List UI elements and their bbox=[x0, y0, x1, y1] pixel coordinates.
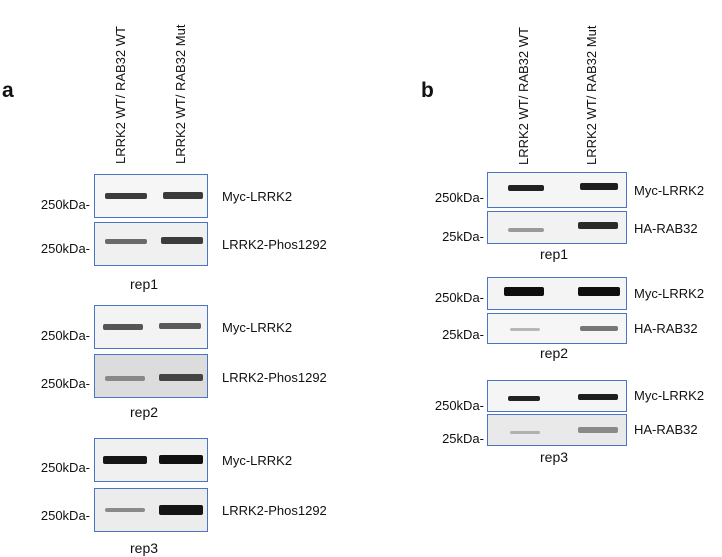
panel-b-rep1-ha-blot bbox=[487, 211, 627, 244]
panel-a-rep3-phos-blot bbox=[94, 488, 208, 532]
panel-a-rep2-mw-2: 250kDa- bbox=[40, 376, 90, 391]
band bbox=[508, 185, 544, 191]
panel-a-rep1-label: rep1 bbox=[130, 276, 159, 292]
band bbox=[103, 456, 147, 464]
band bbox=[105, 508, 145, 512]
panel-a-rep3-myc-blot bbox=[94, 438, 208, 482]
panel-a-rep1-phos-blot bbox=[94, 222, 208, 266]
panel-b-rep1-antibody-2: HA-RAB32 bbox=[634, 221, 698, 236]
panel-b-rep3-label: rep3 bbox=[540, 449, 569, 465]
panel-a-rep3-antibody-1: Myc-LRRK2 bbox=[222, 453, 293, 468]
band bbox=[578, 222, 618, 229]
band bbox=[508, 396, 540, 401]
band bbox=[504, 287, 544, 296]
band bbox=[510, 328, 540, 331]
panel-a-rep3-mw-1: 250kDa- bbox=[40, 460, 90, 475]
band bbox=[578, 427, 618, 433]
band bbox=[161, 237, 203, 244]
panel-b-rep1-label: rep1 bbox=[540, 246, 569, 262]
panel-b-rep2-label: rep2 bbox=[540, 345, 569, 361]
band bbox=[159, 323, 201, 329]
panel-a-rep1-antibody-1: Myc-LRRK2 bbox=[222, 189, 293, 204]
band bbox=[105, 239, 147, 244]
band bbox=[159, 455, 203, 464]
panel-b-rep3-antibody-1: Myc-LRRK2 bbox=[634, 388, 705, 403]
panel-b-rep1-mw-1: 250kDa- bbox=[434, 190, 484, 205]
band bbox=[159, 374, 203, 381]
band bbox=[508, 228, 544, 232]
band bbox=[510, 431, 540, 434]
panel-b-rep2-ha-blot bbox=[487, 313, 627, 344]
panel-a-lane-1-label: LRRK2 WT/ RAB32 WT bbox=[113, 26, 128, 164]
band bbox=[105, 376, 145, 381]
band bbox=[159, 505, 203, 515]
panel-a-rep2-myc-blot bbox=[94, 305, 208, 349]
panel-a-rep2-antibody-2: LRRK2-Phos1292 bbox=[222, 370, 327, 385]
panel-b-letter: b bbox=[421, 79, 434, 102]
band bbox=[580, 183, 618, 190]
band bbox=[578, 394, 618, 400]
panel-b-rep1-myc-blot bbox=[487, 172, 627, 208]
panel-b-rep2-antibody-2: HA-RAB32 bbox=[634, 321, 698, 336]
panel-b-rep1-mw-2: 25kDa- bbox=[442, 229, 484, 244]
panel-b-rep3-ha-blot bbox=[487, 414, 627, 446]
panel-a-rep1-myc-blot bbox=[94, 174, 208, 218]
panel-a-rep2-phos-blot bbox=[94, 354, 208, 398]
panel-b-rep2-mw-1: 250kDa- bbox=[434, 290, 484, 305]
panel-a-lane-2-label: LRRK2 WT/ RAB32 Mut bbox=[173, 24, 188, 164]
panel-a-rep2-antibody-1: Myc-LRRK2 bbox=[222, 320, 293, 335]
band bbox=[163, 192, 203, 199]
panel-b-rep2-antibody-1: Myc-LRRK2 bbox=[634, 286, 705, 301]
panel-b-rep3-mw-2: 25kDa- bbox=[442, 431, 484, 446]
panel-b-rep3-myc-blot bbox=[487, 380, 627, 412]
panel-b-lane-1-label: LRRK2 WT/ RAB32 WT bbox=[516, 27, 531, 165]
band bbox=[105, 193, 147, 199]
band bbox=[578, 287, 620, 296]
panel-a-rep1-mw-2: 250kDa- bbox=[40, 241, 90, 256]
panel-a-rep3-antibody-2: LRRK2-Phos1292 bbox=[222, 503, 327, 518]
band bbox=[103, 324, 143, 330]
panel-b-rep3-mw-1: 250kDa- bbox=[434, 398, 484, 413]
panel-b-rep2-mw-2: 25kDa- bbox=[442, 327, 484, 342]
panel-b-rep2-myc-blot bbox=[487, 277, 627, 310]
panel-a-rep3-mw-2: 250kDa- bbox=[40, 508, 90, 523]
panel-a-rep2-mw-1: 250kDa- bbox=[40, 328, 90, 343]
panel-a-rep3-label: rep3 bbox=[130, 540, 159, 556]
panel-a-rep2-label: rep2 bbox=[130, 404, 159, 420]
panel-a-letter: a bbox=[2, 79, 14, 102]
band bbox=[580, 326, 618, 331]
panel-b-rep1-antibody-1: Myc-LRRK2 bbox=[634, 183, 705, 198]
panel-a-rep1-mw-1: 250kDa- bbox=[40, 197, 90, 212]
panel-b-lane-2-label: LRRK2 WT/ RAB32 Mut bbox=[584, 25, 599, 165]
panel-b-rep3-antibody-2: HA-RAB32 bbox=[634, 422, 698, 437]
panel-a-rep1-antibody-2: LRRK2-Phos1292 bbox=[222, 237, 327, 252]
